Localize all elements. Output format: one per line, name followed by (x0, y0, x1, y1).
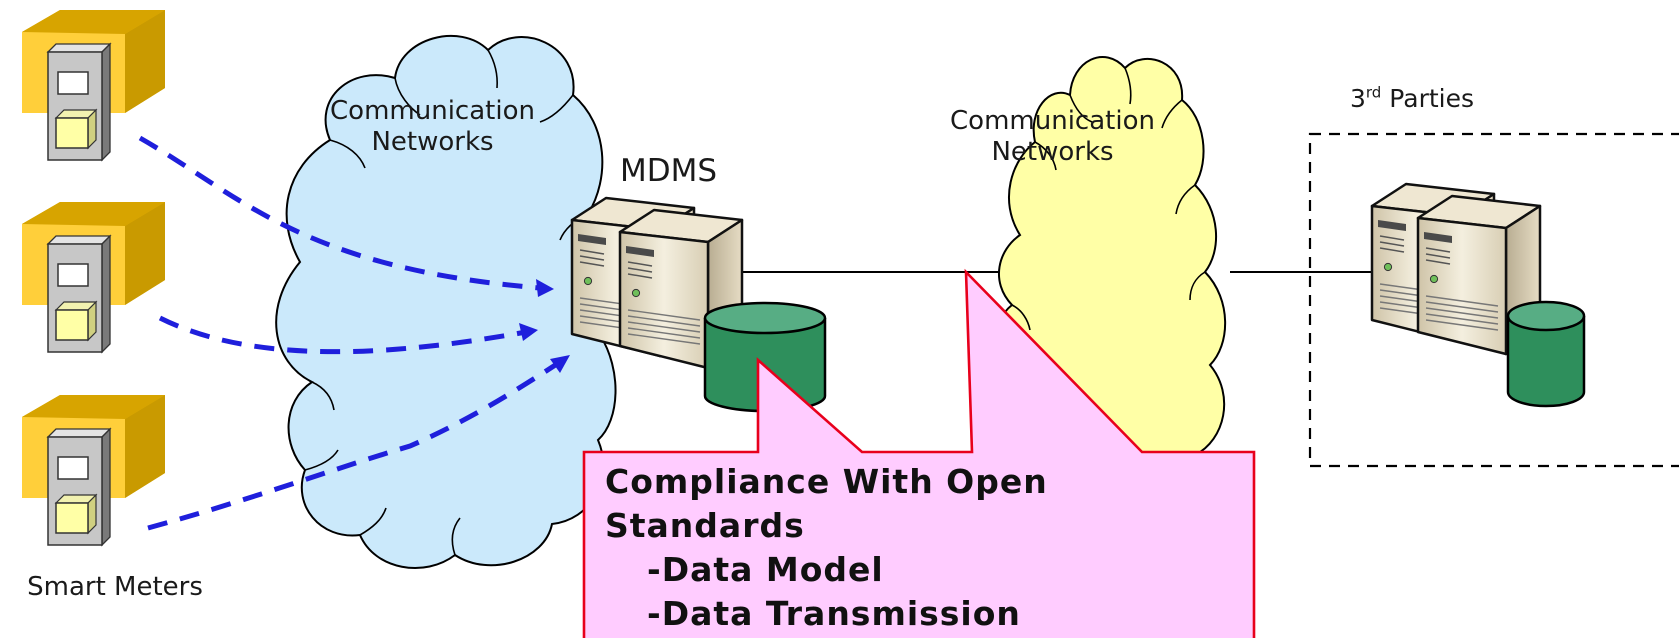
communication-cloud-left (275, 34, 617, 569)
left-network-label-line2: Networks (371, 126, 494, 157)
mdms-label: MDMS (620, 153, 718, 189)
left-network-label-line1: Communication (330, 96, 535, 126)
right-network-label-line2: Networks (991, 136, 1114, 167)
smart-meter-house-3 (22, 395, 165, 546)
right-network-label: Communication Networks (920, 106, 1185, 167)
smart-meter-house-2 (22, 202, 165, 353)
callout-line-4: -Data Transmission (647, 594, 1021, 633)
smart-meters-label: Smart Meters (27, 572, 203, 602)
third-parties-boundary (1308, 132, 1679, 468)
third-parties-label-rest: Parties (1381, 84, 1474, 113)
third-party-database-icon (1506, 300, 1586, 408)
meter-arrow-3 (147, 359, 562, 531)
arrowheads (519, 279, 570, 373)
compliance-callout-box (582, 268, 1256, 638)
compliance-callout-text: Compliance With Open Standards -Data Mod… (605, 460, 1205, 636)
third-parties-label: 3rd Parties (1350, 84, 1540, 114)
meter-data-arrows (138, 135, 562, 531)
third-parties-label-sup: rd (1365, 83, 1382, 102)
callout-line-2: Standards (605, 506, 805, 545)
meter-arrow-1 (138, 135, 541, 291)
callout-line-1: Compliance With Open (605, 462, 1048, 501)
arrowhead-3 (550, 355, 570, 373)
left-network-label: Communication Networks (300, 96, 565, 157)
arrowhead-1 (536, 279, 554, 297)
arrowhead-2 (519, 323, 538, 341)
callout-line-3: -Data Model (647, 550, 884, 589)
meter-arrow-2 (158, 315, 527, 355)
third-parties-label-prefix: 3 (1350, 84, 1366, 113)
right-network-label-line1: Communication (950, 106, 1155, 136)
